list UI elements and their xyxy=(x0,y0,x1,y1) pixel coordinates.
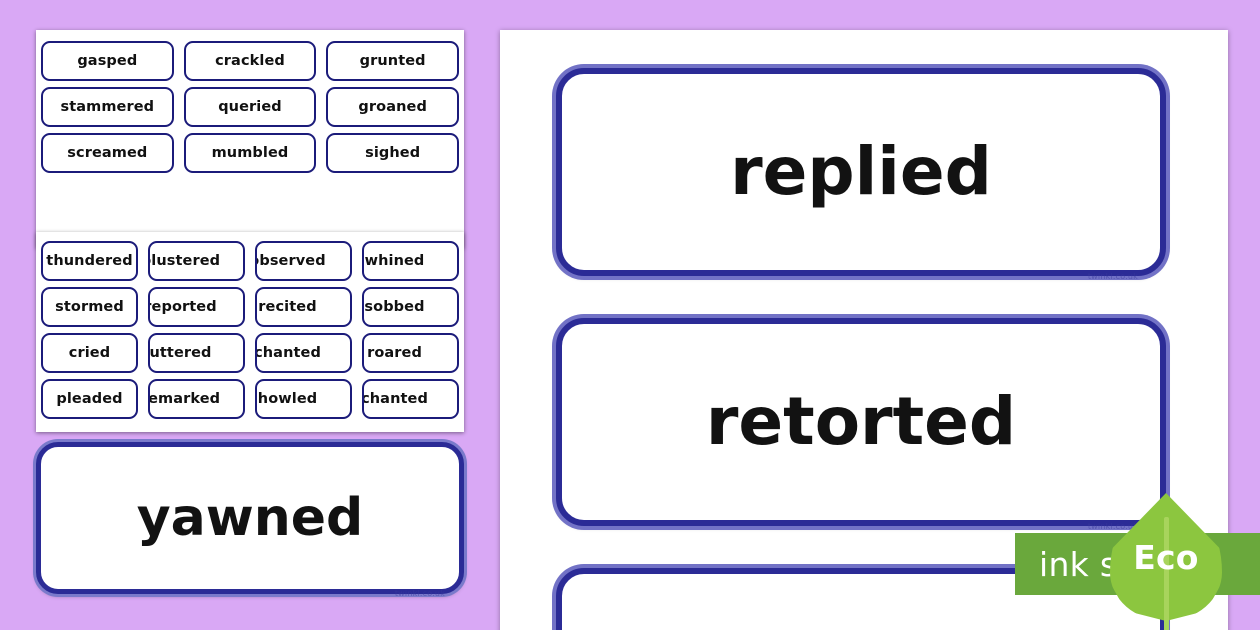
word-card-cell: recited xyxy=(250,284,357,330)
word-label: cried xyxy=(68,345,111,361)
word-card-grid-back: gasped crackled grunted stammered queried gro… xyxy=(36,38,464,176)
word-card-cell: screamed xyxy=(36,130,179,176)
mini-word-card[interactable]: stormed xyxy=(41,287,138,327)
word-label: observed xyxy=(255,253,326,269)
mini-word-card[interactable]: crackled xyxy=(183,41,317,81)
mini-word-card[interactable]: sighed xyxy=(326,133,459,173)
eco-leaf-graphic: Eco xyxy=(1110,493,1222,630)
mini-word-card[interactable]: grunted xyxy=(326,41,459,81)
word-card-cell: stammered xyxy=(36,84,179,130)
eco-label: Eco xyxy=(1133,537,1199,577)
mini-word-card[interactable]: recited xyxy=(255,287,352,327)
leaf-icon xyxy=(1110,493,1222,630)
word-label: sobbed xyxy=(364,299,425,315)
word-card-cell: remarked xyxy=(143,376,250,422)
word-label: mumbled xyxy=(211,145,289,161)
word-label: grunted xyxy=(359,53,426,69)
word-label: stammered xyxy=(60,99,155,115)
word-card-cell: thundered xyxy=(36,238,143,284)
word-card-cell: gasped xyxy=(36,38,179,84)
word-card-cell: stormed xyxy=(36,284,143,330)
word-label: stormed xyxy=(55,299,124,315)
mini-word-card[interactable]: groaned xyxy=(326,87,459,127)
word-label: recited xyxy=(258,299,317,315)
left-preview-column: gasped crackled grunted stammered queried gro… xyxy=(36,30,464,600)
twinkl-watermark: twinkl.co.uk xyxy=(394,589,445,598)
word-card-cell: whined xyxy=(357,238,464,284)
word-card-cell: observed xyxy=(250,238,357,284)
word-label: pleaded xyxy=(56,391,123,407)
word-card-cell: reported xyxy=(143,284,250,330)
word-card-cell: uttered xyxy=(143,330,250,376)
word-card-replied[interactable]: replied twinkl.co.uk xyxy=(556,68,1166,281)
word-card-cell: sighed xyxy=(321,130,464,176)
word-label: sighed xyxy=(365,145,421,161)
mini-word-card[interactable]: stammered xyxy=(41,87,174,127)
word-label: roared xyxy=(367,345,422,361)
word-card-cell: cried xyxy=(36,330,143,376)
word-card-cell: blustered xyxy=(143,238,250,284)
word-label: crackled xyxy=(215,53,285,69)
word-label: retorted xyxy=(705,383,1017,460)
word-card-sheet-front[interactable]: thundered blustered observed whined stormed r… xyxy=(36,232,464,432)
word-card-cell: groaned xyxy=(321,84,464,130)
word-card-cell: sobbed xyxy=(357,284,464,330)
mini-word-card[interactable]: queried xyxy=(183,87,317,127)
mini-word-card[interactable]: howled xyxy=(255,379,352,419)
mini-word-card[interactable]: gasped xyxy=(41,41,174,81)
word-label: yawned xyxy=(136,488,364,548)
word-label: screamed xyxy=(67,145,148,161)
word-card-cell: pleaded xyxy=(36,376,143,422)
word-label: reported xyxy=(148,299,217,315)
word-label: remarked xyxy=(148,391,221,407)
word-label: howled xyxy=(257,391,318,407)
mini-word-card[interactable]: observed xyxy=(255,241,352,281)
word-card-retorted[interactable]: retorted twinkl.co.uk xyxy=(556,318,1166,531)
word-card-cell: chanted xyxy=(250,330,357,376)
mini-word-card[interactable]: pleaded xyxy=(41,379,138,419)
mini-word-card[interactable]: remarked xyxy=(148,379,245,419)
word-label: whined xyxy=(364,253,425,269)
word-label: uttered xyxy=(149,345,212,361)
word-label: blustered xyxy=(148,253,221,269)
word-label: chanted xyxy=(362,391,428,407)
word-card-cell: grunted xyxy=(321,38,464,84)
word-card-cell: crackled xyxy=(179,38,322,84)
mini-word-card[interactable]: whined xyxy=(362,241,459,281)
word-label: groaned xyxy=(358,99,427,115)
word-label: replied xyxy=(730,133,992,210)
word-card-cell: roared xyxy=(357,330,464,376)
word-card-sheet-back[interactable]: gasped crackled grunted stammered queried gro… xyxy=(36,30,464,248)
word-card-cell: mumbled xyxy=(179,130,322,176)
word-label: queried xyxy=(218,99,282,115)
word-card-cell: howled xyxy=(250,376,357,422)
word-label: gasped xyxy=(77,53,138,69)
word-label: chanted xyxy=(255,345,321,361)
large-word-card-sheet[interactable]: replied twinkl.co.uk retorted twinkl.co.… xyxy=(500,30,1228,630)
mini-word-card[interactable]: sobbed xyxy=(362,287,459,327)
mini-word-card[interactable]: reported xyxy=(148,287,245,327)
twinkl-watermark: twinkl.co.uk xyxy=(1087,272,1138,281)
mini-word-card[interactable]: mumbled xyxy=(183,133,317,173)
mini-word-card[interactable]: cried xyxy=(41,333,138,373)
mini-word-card[interactable]: thundered xyxy=(41,241,138,281)
mini-word-card[interactable]: roared xyxy=(362,333,459,373)
word-card-cell: chanted xyxy=(357,376,464,422)
mini-word-card[interactable]: uttered xyxy=(148,333,245,373)
word-card-cell: queried xyxy=(179,84,322,130)
ink-saving-eco-badge: ink saving Eco xyxy=(1015,493,1260,630)
word-card-grid-front: thundered blustered observed whined stormed r… xyxy=(36,238,464,422)
mini-word-card[interactable]: chanted xyxy=(255,333,352,373)
word-label: thundered xyxy=(46,253,133,269)
mini-word-card[interactable]: blustered xyxy=(148,241,245,281)
word-card-yawned[interactable]: yawned twinkl.co.uk xyxy=(36,442,464,598)
leaf-stem xyxy=(1164,517,1169,630)
mini-word-card[interactable]: chanted xyxy=(362,379,459,419)
mini-word-card[interactable]: screamed xyxy=(41,133,174,173)
